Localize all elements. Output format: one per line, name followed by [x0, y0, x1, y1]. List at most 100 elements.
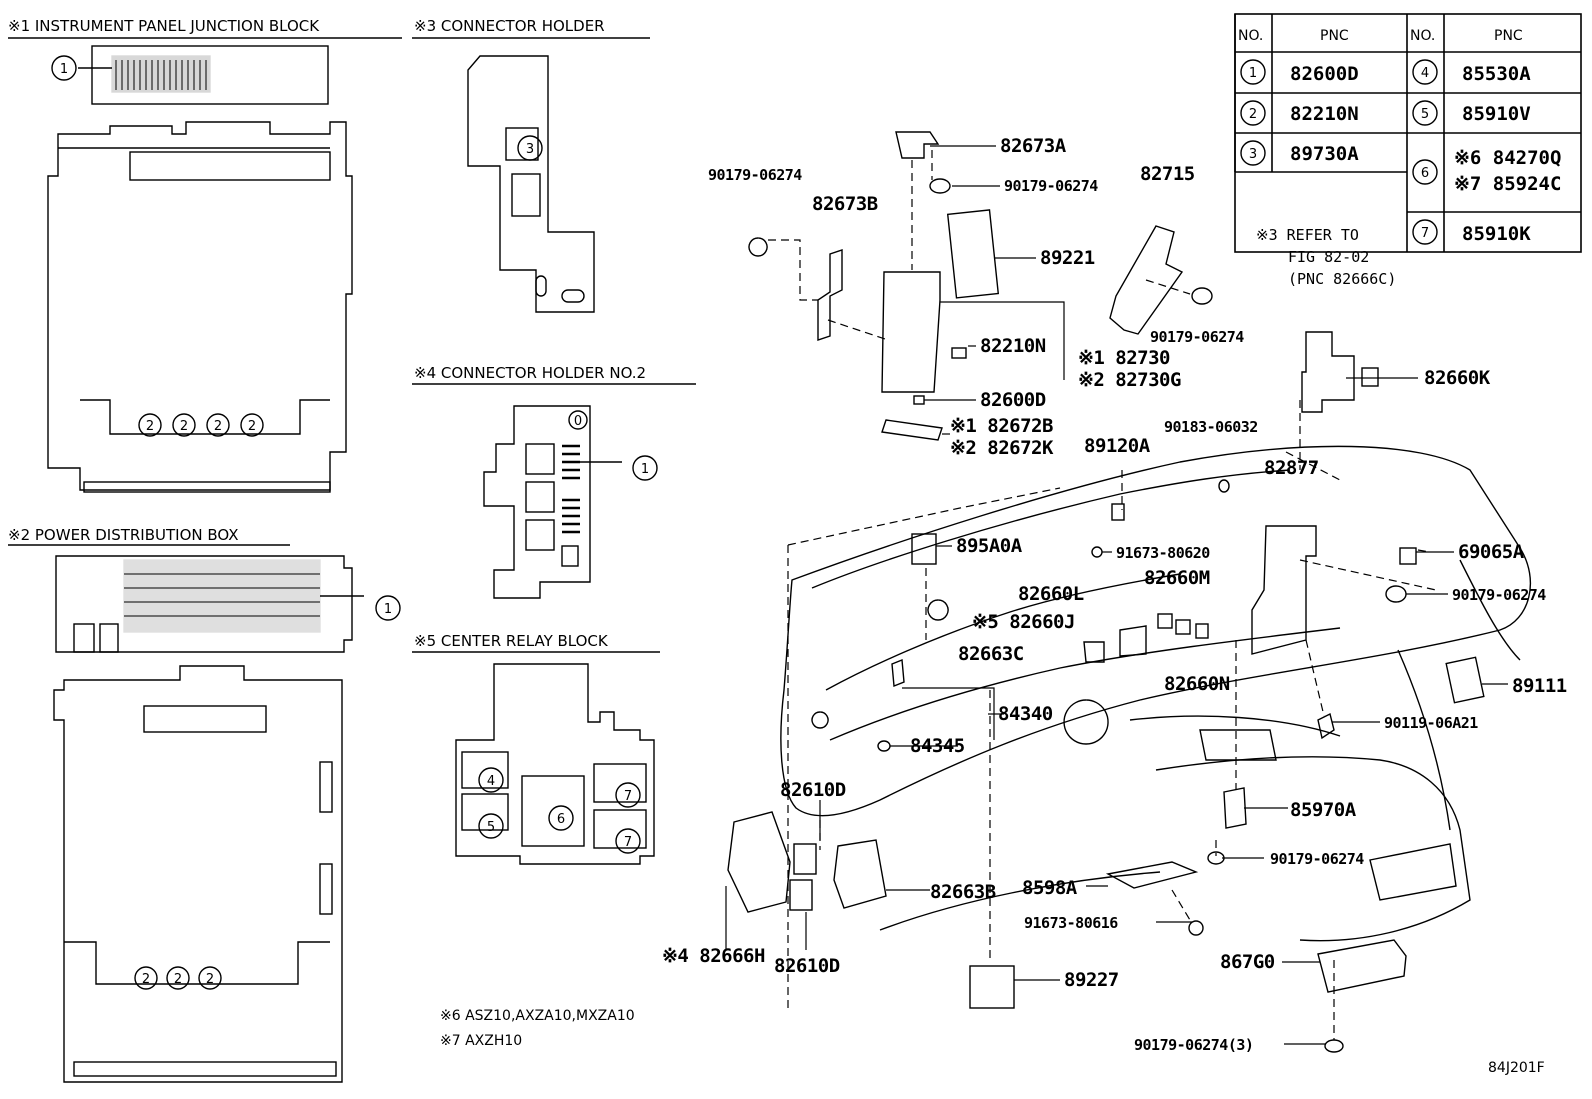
- part-label: 89111: [1512, 675, 1567, 697]
- refer-note-line3: (PNC 82666C): [1288, 270, 1396, 288]
- callout-number: 6: [557, 812, 565, 827]
- part-label: 82715: [1140, 163, 1195, 185]
- table-cell-pnc: 85910K: [1462, 223, 1531, 245]
- figure-id: 84J201F: [1488, 1060, 1545, 1076]
- part-label: 82660K: [1424, 367, 1491, 389]
- part-label: 82663C: [958, 643, 1024, 665]
- table-cell-pnc: ※7 85924C: [1454, 173, 1561, 195]
- part-label: 895A0A: [956, 535, 1023, 557]
- part-label: 89227: [1064, 969, 1119, 991]
- table-header-no: NO.: [1238, 28, 1263, 44]
- part-label: 82673A: [1000, 135, 1067, 157]
- callout-number: 2: [142, 972, 150, 987]
- instrument-panel-body: [780, 445, 1532, 942]
- callout-number: 1: [641, 462, 649, 477]
- callout-number: 2: [206, 972, 214, 987]
- callout-numbers: 1 2 2 2 2 1 2 2 2 3 0 1 4 5 6 7 7 1 2 3 …: [60, 62, 1429, 987]
- part-label: 82210N: [980, 335, 1046, 357]
- part-label: 89120A: [1084, 435, 1151, 457]
- junction-block-top-view: [78, 45, 329, 105]
- part-label: 90183-06032: [1164, 418, 1258, 436]
- callout-number: 2: [146, 419, 154, 434]
- refer-note-line2: FIG 82-02: [1288, 248, 1369, 266]
- callout-number: 2: [174, 972, 182, 987]
- part-label: 84345: [910, 735, 965, 757]
- part-label: 82673B: [812, 193, 878, 215]
- part-label: ※2 82672K: [950, 437, 1054, 459]
- part-label: 90179-06274: [1452, 586, 1546, 604]
- section-title-power-distribution-box: ※2 POWER DISTRIBUTION BOX: [8, 526, 239, 544]
- connector-holder-no2-drawing: [483, 405, 622, 599]
- part-label: ※2 82730G: [1078, 369, 1181, 391]
- callout-number: 1: [60, 62, 68, 77]
- part-label: 89221: [1040, 247, 1095, 269]
- table-row-number: 2: [1249, 107, 1257, 122]
- part-label: 90179-06274: [1004, 177, 1098, 195]
- part-label: 90179-06274: [1270, 850, 1364, 868]
- callout-number: 7: [624, 835, 632, 850]
- center-relay-block-drawing: [455, 663, 655, 865]
- table-row-number: 6: [1421, 166, 1429, 181]
- upper-brackets: [748, 131, 1213, 441]
- dashed-guides: [768, 150, 1437, 1040]
- part-label: 82660N: [1164, 673, 1230, 695]
- part-label: 8598A: [1022, 877, 1078, 899]
- table-cell-pnc: 85530A: [1462, 63, 1531, 85]
- dash-small-parts: [727, 479, 1485, 1053]
- callout-number: 0: [574, 414, 582, 429]
- section-title-center-relay-block: ※5 CENTER RELAY BLOCK: [414, 632, 609, 650]
- part-label: 90179-06274(3): [1134, 1036, 1253, 1054]
- table-cell-pnc: 85910V: [1462, 103, 1531, 125]
- pnc-table: NO. PNC NO. PNC 82600D 82210N 89730A 855…: [1238, 28, 1561, 245]
- table-cell-pnc: 89730A: [1290, 143, 1359, 165]
- part-label: 69065A: [1458, 541, 1525, 563]
- table-row-number: 5: [1421, 107, 1429, 122]
- part-label: 867G0: [1220, 951, 1275, 973]
- callout-number: 2: [214, 419, 222, 434]
- leader-lines: [725, 145, 1508, 1045]
- callout-number: 3: [526, 142, 534, 157]
- part-label: 90119-06A21: [1384, 714, 1478, 732]
- part-label: 82600D: [980, 389, 1046, 411]
- table-row-number: 7: [1421, 226, 1429, 241]
- junction-block-main-view: [47, 121, 353, 493]
- part-labels: 82673A 90179-06274 90179-06274 82673B 82…: [662, 135, 1567, 1054]
- table-cell-pnc: 82600D: [1290, 63, 1359, 85]
- callout-circles: [51, 55, 1438, 990]
- table-cell-pnc: 82210N: [1290, 103, 1359, 125]
- part-label: 82663B: [930, 881, 996, 903]
- callout-number: 7: [624, 789, 632, 804]
- part-label: 84340: [998, 703, 1053, 725]
- callout-number: 2: [248, 419, 256, 434]
- part-label: 90179-06274: [1150, 328, 1244, 346]
- table-row-number: 3: [1249, 147, 1257, 162]
- section-title-junction-block: ※1 INSTRUMENT PANEL JUNCTION BLOCK: [8, 17, 320, 35]
- power-distribution-box-top: [55, 555, 364, 653]
- power-distribution-box-main: [53, 665, 343, 1083]
- part-label: 82877: [1264, 457, 1319, 479]
- callout-number: 4: [487, 774, 495, 789]
- model-note-7: ※7 AXZH10: [440, 1033, 522, 1049]
- table-header-pnc: PNC: [1494, 28, 1523, 44]
- table-cell-pnc: ※6 84270Q: [1454, 147, 1561, 169]
- part-label: 82660M: [1144, 567, 1210, 589]
- refer-note-line1: ※3 REFER TO: [1256, 226, 1359, 244]
- section-title-connector-holder: ※3 CONNECTOR HOLDER: [414, 17, 605, 35]
- model-note-6: ※6 ASZ10,AXZA10,MXZA10: [440, 1008, 635, 1024]
- section-title-connector-holder-no2: ※4 CONNECTOR HOLDER NO.2: [414, 364, 646, 382]
- part-label: 82610D: [780, 779, 846, 801]
- part-label: ※4 82666H: [662, 945, 765, 967]
- part-label: 82610D: [774, 955, 840, 977]
- part-label: ※1 82672B: [950, 415, 1053, 437]
- connector-holder-drawing: [467, 55, 595, 313]
- part-label: ※5 82660J: [972, 611, 1075, 633]
- part-label: ※1 82730: [1078, 347, 1170, 369]
- pnc-table-grid: [1234, 13, 1582, 253]
- part-label: 91673-80620: [1116, 544, 1210, 562]
- part-label: 85970A: [1290, 799, 1357, 821]
- callout-number: 5: [487, 820, 495, 835]
- callout-number: 1: [384, 602, 392, 617]
- table-header-no: NO.: [1410, 28, 1435, 44]
- part-label: 90179-06274: [708, 166, 802, 184]
